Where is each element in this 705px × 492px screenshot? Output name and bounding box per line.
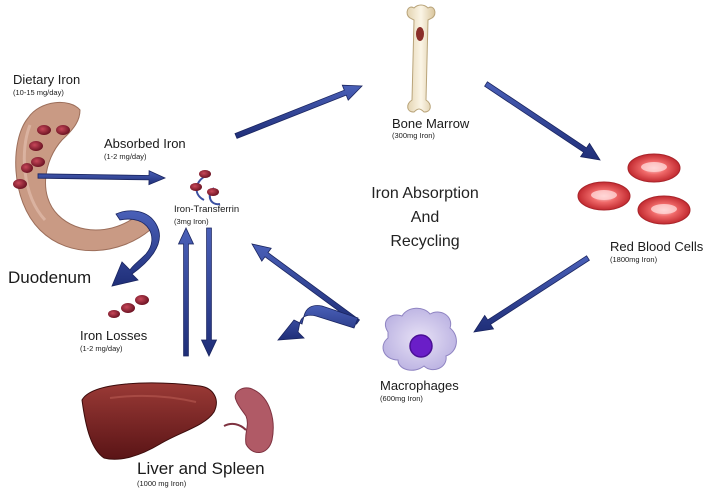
iron-losses-title: Iron Losses: [80, 328, 148, 343]
red-blood-cell: [637, 195, 691, 225]
red-blood-cells-amount: (1800mg Iron): [610, 255, 658, 264]
arrow-duodenum-to-transferrin: [37, 170, 166, 186]
iron-particle: [13, 179, 27, 189]
center-title-line-3: Recycling: [390, 233, 460, 250]
red-blood-cell: [627, 153, 681, 183]
center-title-line-2: And: [410, 209, 440, 226]
iron-transferrin-amount: (3mg Iron): [174, 217, 209, 226]
center-title: Iron Absorption And Recycling: [350, 182, 500, 254]
iron-losses-amount: (1-2 mg/day): [80, 344, 123, 353]
flow-arrows: [37, 81, 601, 357]
bone-marrow-amount: (300mg Iron): [392, 131, 435, 140]
iron-particle: [108, 310, 120, 318]
bone-marrow-illustration: [406, 4, 436, 113]
iron-particle: [29, 141, 43, 151]
bone-marrow-title: Bone Marrow: [392, 116, 470, 131]
arrow-transferrin-down: [200, 227, 218, 357]
duodenum-title: Duodenum: [8, 268, 92, 287]
dietary-iron-amount: (10-15 mg/day): [13, 88, 64, 97]
liver-spleen-amount: (1000 mg Iron): [137, 479, 187, 488]
arrow-transferrin-to-bone-marrow: [234, 84, 363, 139]
liver-spleen-title: Liver and Spleen: [137, 459, 265, 478]
nucleus: [409, 334, 433, 358]
red-blood-cells-title: Red Blood Cells: [610, 239, 704, 254]
dietary-iron-title: Dietary Iron: [13, 72, 81, 87]
iron-transferrin-icon: [190, 170, 221, 206]
iron-particle: [121, 303, 135, 313]
iron-particle: [56, 125, 70, 135]
red-blood-cell: [577, 181, 631, 211]
iron-particle: [135, 295, 149, 305]
spleen-illustration: [223, 387, 274, 453]
arrow-macrophages-to-liver: [277, 305, 359, 341]
arrow-duodenum-to-losses: [111, 210, 160, 287]
iron-particle: [21, 163, 33, 173]
macrophages-amount: (600mg Iron): [380, 394, 423, 403]
iron-particle: [37, 125, 51, 135]
dietary-iron-particles: [13, 125, 70, 189]
iron-loss-particles: [108, 295, 149, 318]
iron-transferrin-title: Iron-Transferrin: [174, 204, 240, 215]
arrow-bone-marrow-to-rbc: [484, 81, 601, 161]
red-blood-cells-illustration: [577, 153, 691, 225]
center-title-line-1: Iron Absorption: [371, 185, 479, 202]
liver-illustration: [81, 382, 217, 460]
absorbed-iron-title: Absorbed Iron: [104, 136, 186, 151]
arrow-liver-up: [177, 227, 195, 357]
iron-particle: [31, 157, 45, 167]
macrophage-illustration: [382, 307, 457, 371]
arrow-rbc-to-macrophages: [473, 255, 590, 333]
macrophages-title: Macrophages: [380, 378, 459, 393]
absorbed-iron-amount: (1-2 mg/day): [104, 152, 147, 161]
